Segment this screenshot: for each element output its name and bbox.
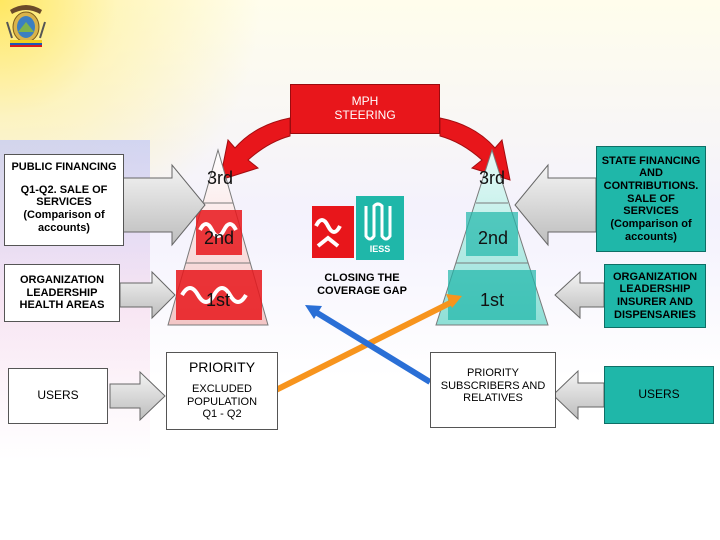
arrow-right-organization xyxy=(554,270,605,320)
orange-arrow-line xyxy=(274,299,454,393)
arrow-right-users xyxy=(552,369,605,421)
arrow-left-organization xyxy=(119,270,176,320)
right-pyramid xyxy=(435,148,549,326)
right-organization-label: ORGANIZATION LEADERSHIP INSURER AND DISP… xyxy=(612,270,698,321)
left-financing-detail: Q1-Q2. SALE OF SERVICES (Comparison of a… xyxy=(20,183,108,234)
arrow-right-financing xyxy=(514,163,597,247)
left-priority-box: PRIORITY EXCLUDED POPULATION Q1 - Q2 xyxy=(166,352,278,430)
right-level-3: 3rd xyxy=(478,168,505,188)
blue-arrow-head xyxy=(305,305,322,319)
left-level-2: 2nd xyxy=(203,228,235,248)
center-logo-red xyxy=(312,206,354,258)
right-level-1: 1st xyxy=(479,290,504,310)
left-priority-title: PRIORITY xyxy=(188,359,256,375)
left-level-3: 3rd xyxy=(206,168,233,188)
orange-arrow-head xyxy=(446,294,462,308)
left-users-box: USERS xyxy=(8,368,108,424)
right-users-box: USERS xyxy=(604,366,714,424)
right-financing-box: STATE FINANCING AND CONTRIBUTIONS. SALE … xyxy=(596,146,706,252)
coat-of-arms-icon xyxy=(6,5,46,47)
right-level-2: 2nd xyxy=(477,228,509,248)
center-logo-text: IESS xyxy=(369,244,391,254)
right-priority-label: PRIORITY SUBSCRIBERS AND RELATIVES xyxy=(440,367,546,405)
blue-arrow-line xyxy=(312,308,432,385)
right-organization-box: ORGANIZATION LEADERSHIP INSURER AND DISP… xyxy=(604,264,706,328)
right-users-label: USERS xyxy=(638,387,680,402)
left-financing-title: PUBLIC FINANCING xyxy=(11,161,117,173)
left-organization-label: ORGANIZATION LEADERSHIP HEALTH AREAS xyxy=(19,274,105,312)
right-financing-label: STATE FINANCING AND CONTRIBUTIONS. SALE … xyxy=(601,154,701,243)
arrow-left-users xyxy=(109,370,166,422)
left-priority-detail: EXCLUDED POPULATION Q1 - Q2 xyxy=(186,383,258,421)
left-financing-box: PUBLIC FINANCING Q1-Q2. SALE OF SERVICES… xyxy=(4,154,124,246)
left-organization-box: ORGANIZATION LEADERSHIP HEALTH AREAS xyxy=(4,264,120,322)
left-level-1: 1st xyxy=(205,290,230,310)
steering-label: MPH STEERING xyxy=(334,94,396,122)
right-priority-box: PRIORITY SUBSCRIBERS AND RELATIVES xyxy=(430,352,556,428)
center-closing-gap-label: CLOSING THE COVERAGE GAP xyxy=(317,272,407,297)
left-users-label: USERS xyxy=(37,388,79,403)
center-logo-teal xyxy=(356,196,404,260)
left-pyramid xyxy=(167,148,269,326)
arrow-left-financing xyxy=(119,163,206,247)
steering-box: MPH STEERING xyxy=(290,84,440,134)
